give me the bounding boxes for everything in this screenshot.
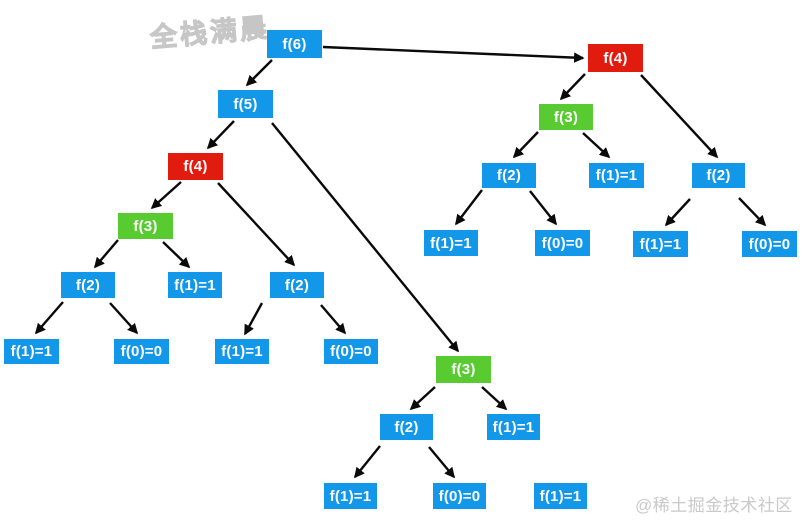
edge-f2-left-b-to-f1-left-c bbox=[243, 302, 264, 336]
edge-f4-left-to-f2-left-b bbox=[217, 182, 296, 267]
tree-node-f2-mid: f(2) bbox=[380, 414, 433, 440]
tree-node-f1-mid-a: f(1)=1 bbox=[487, 414, 540, 440]
tree-node-f1-mid-b: f(1)=1 bbox=[324, 483, 377, 509]
tree-node-f4-right: f(4) bbox=[588, 44, 643, 72]
tree-node-f3-left: f(3) bbox=[118, 213, 173, 239]
edge-f4-right-to-f3-right bbox=[559, 73, 586, 101]
tree-node-f1-right-a: f(1)=1 bbox=[589, 163, 644, 188]
edge-f2-mid-to-f0-mid bbox=[428, 446, 456, 479]
tree-node-f1-right-c: f(1)=1 bbox=[633, 231, 688, 257]
edge-f4-right-to-f2-right-b bbox=[640, 74, 719, 159]
edge-f2-right-a-to-f1-right-b bbox=[455, 189, 483, 226]
tree-node-f0-left-b: f(0)=0 bbox=[324, 339, 378, 364]
watermark-top-left: 全栈满晨 bbox=[148, 12, 272, 53]
tree-node-f4-left: f(4) bbox=[168, 153, 223, 180]
edge-f2-right-b-to-f0-right-b bbox=[738, 197, 767, 227]
tree-node-f2-left-b: f(2) bbox=[270, 272, 324, 298]
tree-node-f3-right: f(3) bbox=[539, 104, 593, 130]
tree-node-f1-left-b: f(1)=1 bbox=[4, 339, 59, 364]
edge-f2-right-a-to-f0-right-a bbox=[529, 190, 557, 226]
edge-f3-right-to-f2-right-a bbox=[512, 131, 539, 159]
edge-f4-left-to-f3-left bbox=[150, 181, 182, 210]
edge-f5-to-f4-left bbox=[206, 120, 235, 150]
tree-node-f1-standalone: f(1)=1 bbox=[534, 483, 587, 509]
edge-f6-to-f5 bbox=[245, 59, 273, 87]
edge-f6-to-f4-right bbox=[322, 45, 585, 63]
edge-f3-right-to-f1-right-a bbox=[582, 132, 611, 159]
tree-node-f1-left-a: f(1)=1 bbox=[168, 272, 222, 298]
edge-f2-mid-to-f1-mid-b bbox=[354, 445, 381, 479]
edge-f3-left-to-f1-left-a bbox=[162, 241, 191, 269]
tree-node-f1-right-b: f(1)=1 bbox=[424, 230, 478, 256]
tree-node-f0-left-a: f(0)=0 bbox=[114, 339, 169, 364]
tree-node-f2-right-b: f(2) bbox=[692, 163, 745, 188]
edge-group bbox=[34, 45, 767, 479]
tree-node-f5: f(5) bbox=[218, 90, 273, 118]
edge-f2-left-a-to-f1-left-b bbox=[34, 301, 64, 335]
edge-f3-left-to-f2-left-a bbox=[93, 239, 119, 269]
edge-f3-mid-to-f1-mid-a bbox=[481, 386, 508, 411]
edge-f2-left-b-to-f0-left-b bbox=[320, 304, 347, 335]
edge-f2-right-b-to-f1-right-c bbox=[664, 198, 691, 227]
edge-f3-mid-to-f2-mid bbox=[409, 386, 436, 411]
edge-f2-left-a-to-f0-left-a bbox=[109, 302, 139, 335]
tree-node-f1-left-c: f(1)=1 bbox=[215, 339, 269, 364]
tree-node-f3-mid: f(3) bbox=[436, 356, 491, 383]
tree-node-f6: f(6) bbox=[267, 30, 322, 58]
tree-node-f0-mid: f(0)=0 bbox=[433, 483, 486, 509]
tree-node-f0-right-b: f(0)=0 bbox=[742, 231, 797, 257]
tree-node-f0-right-a: f(0)=0 bbox=[535, 230, 590, 256]
tree-node-f2-right-a: f(2) bbox=[482, 163, 536, 188]
watermark-bottom-right: @稀土掘金技术社区 bbox=[635, 496, 793, 515]
tree-node-f2-left-a: f(2) bbox=[61, 272, 115, 298]
